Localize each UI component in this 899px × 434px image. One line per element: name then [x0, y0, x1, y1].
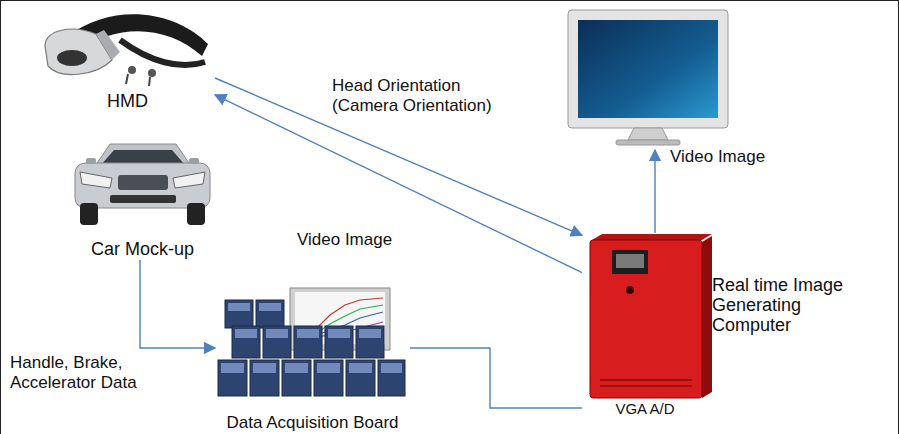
- hmd-node: HMD: [40, 3, 215, 115]
- monitor-illustration: [568, 10, 728, 145]
- daq-node: Data Acquisition Board: [215, 285, 410, 434]
- daq-illustration: [218, 288, 405, 396]
- computer-illustration: [590, 234, 712, 398]
- device-label: Car Mock-up: [65, 239, 220, 260]
- car-illustration: [75, 144, 210, 225]
- device-label: HMD: [40, 91, 215, 112]
- connector-arrow: [215, 95, 582, 273]
- connector-arrow: [140, 260, 215, 348]
- computer-node: Real time Image Generating ComputerVGA A…: [582, 225, 887, 432]
- signal-label: Head Orientation (Camera Orientation): [330, 76, 506, 115]
- device-label: Real time Image Generating Computer: [712, 275, 884, 335]
- signal-label: Video Image: [668, 147, 792, 167]
- hmd-illustration: [45, 14, 208, 86]
- connector-arrow: [410, 348, 582, 408]
- port-label: VGA A/D: [605, 402, 685, 416]
- device-label: Data Acquisition Board: [210, 413, 415, 433]
- signal-label: Video Image: [295, 230, 439, 250]
- car-node: Car Mock-up: [65, 135, 220, 260]
- video-arrow: [654, 150, 655, 233]
- signal-label: Handle, Brake, Accelerator Data: [8, 353, 162, 392]
